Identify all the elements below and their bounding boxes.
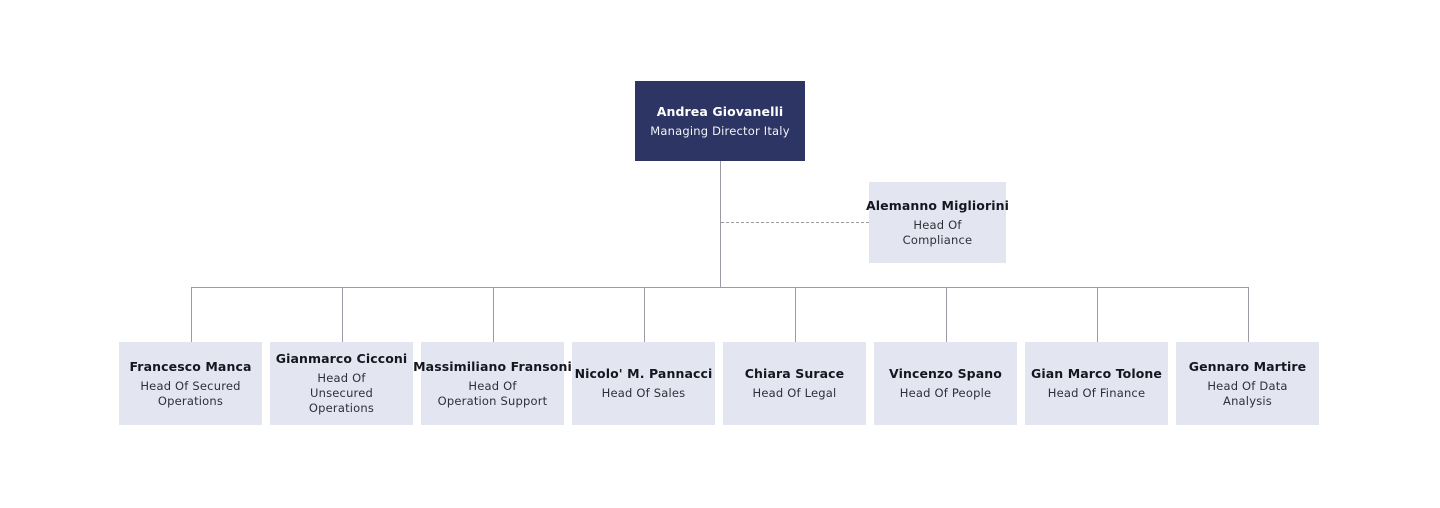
node-name: Gian Marco Tolone xyxy=(1030,366,1163,381)
node-head-of-finance[interactable]: Gian Marco Tolone Head Of Finance xyxy=(1025,342,1168,425)
node-name: Gennaro Martire xyxy=(1188,358,1307,374)
node-title: Managing Director Italy xyxy=(650,123,790,138)
node-name: Gianmarco Cicconi xyxy=(275,351,408,366)
node-title: Head Of Compliance xyxy=(902,217,973,247)
node-head-of-unsecured-operations[interactable]: Gianmarco Cicconi Head Of Unsecured Oper… xyxy=(270,342,413,425)
node-title: Head Of Data Analysis xyxy=(1207,378,1288,408)
node-head-of-compliance[interactable]: Alemanno Migliorini Head Of Compliance xyxy=(866,182,1009,263)
node-name: Chiara Surace xyxy=(744,366,845,381)
node-title: Head Of Legal xyxy=(752,386,837,400)
node-title: Head Of Sales xyxy=(601,386,686,400)
connector-drop-finance xyxy=(1097,287,1098,342)
node-title: Head Of Finance xyxy=(1047,386,1146,400)
node-title: Head Of Secured Operations xyxy=(140,378,241,408)
connector-drop-legal xyxy=(795,287,796,342)
node-title: Head Of People xyxy=(899,386,992,400)
connector-drop-people xyxy=(946,287,947,342)
node-name: Nicolo' M. Pannacci xyxy=(574,366,713,381)
connector-drop-data-analysis xyxy=(1248,287,1249,342)
connector-horizontal-bus xyxy=(191,287,1249,288)
node-name: Massimiliano Fransoni xyxy=(413,358,572,374)
node-head-of-legal[interactable]: Chiara Surace Head Of Legal xyxy=(723,342,866,425)
node-title: Head Of Operation Support xyxy=(437,378,548,408)
node-head-of-data-analysis[interactable]: Gennaro Martire Head Of Data Analysis xyxy=(1176,342,1319,425)
node-head-of-secured-operations[interactable]: Francesco Manca Head Of Secured Operatio… xyxy=(119,342,262,425)
node-managing-director[interactable]: Andrea Giovanelli Managing Director Ital… xyxy=(635,81,805,161)
node-name: Alemanno Migliorini xyxy=(866,197,1009,213)
node-head-of-sales[interactable]: Nicolo' M. Pannacci Head Of Sales xyxy=(572,342,715,425)
connector-drop-unsecured-operations xyxy=(342,287,343,342)
node-name: Vincenzo Spano xyxy=(889,366,1002,381)
node-head-of-people[interactable]: Vincenzo Spano Head Of People xyxy=(874,342,1017,425)
node-title: Head Of Unsecured Operations xyxy=(308,371,375,415)
connector-drop-operation-support xyxy=(493,287,494,342)
connector-trunk-vertical xyxy=(720,161,721,288)
node-head-of-operation-support[interactable]: Massimiliano Fransoni Head Of Operation … xyxy=(413,342,572,425)
node-name: Andrea Giovanelli xyxy=(656,103,784,119)
node-name: Francesco Manca xyxy=(129,358,252,374)
connector-dashed-compliance xyxy=(721,222,869,223)
connector-drop-sales xyxy=(644,287,645,342)
connector-drop-secured-operations xyxy=(191,287,192,342)
